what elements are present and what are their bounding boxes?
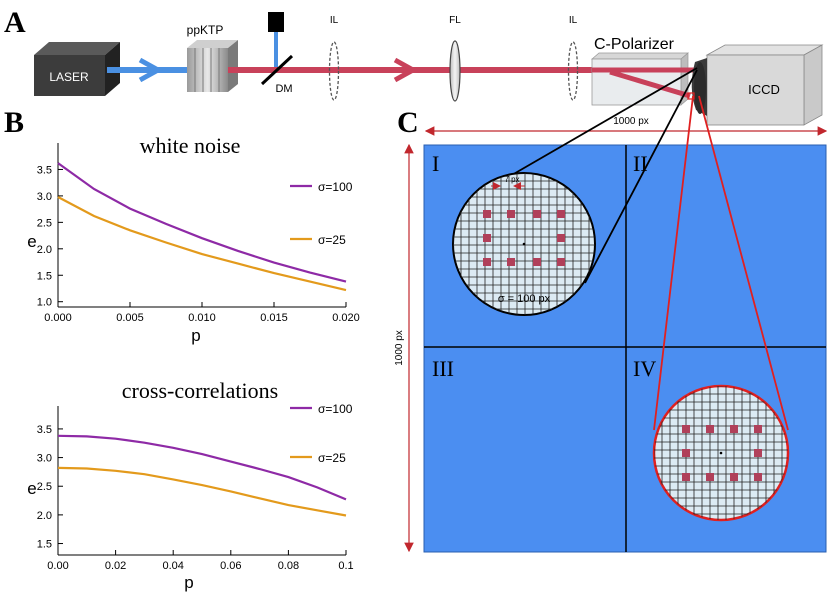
legend-label: σ=100 <box>318 180 353 194</box>
series-line-sigma-25 <box>57 466 347 517</box>
panel-label-b: B <box>4 106 24 139</box>
detection-pixel <box>682 425 690 433</box>
panel-label-c: C <box>397 106 419 139</box>
series-line-sigma-100 <box>57 434 347 501</box>
x-tick-label: 0.08 <box>278 560 299 572</box>
y-tick-label: 3.0 <box>37 453 52 465</box>
detection-pixel <box>483 234 491 242</box>
x-axis-label: p <box>191 326 200 345</box>
spacing-label: 7 px <box>504 175 519 184</box>
x-tick-label: 0.04 <box>162 560 183 572</box>
y-axis-label: e <box>27 479 36 498</box>
beam-block <box>268 12 284 32</box>
x-tick-label: 0.010 <box>188 312 216 324</box>
x-axis-label: p <box>184 573 193 592</box>
quadrant-label-3: III <box>432 356 454 381</box>
il2-label: IL <box>569 15 578 26</box>
legend-label: σ=25 <box>318 451 346 465</box>
il1-label: IL <box>330 15 339 26</box>
y-tick-label: 2.5 <box>37 481 52 493</box>
detection-pixel <box>754 449 762 457</box>
detection-pixel <box>730 473 738 481</box>
center-dot <box>719 451 723 455</box>
series-line-sigma-100 <box>57 162 347 283</box>
detection-pixel <box>557 210 565 218</box>
sigma-label: σ = 100 px <box>498 293 551 305</box>
detection-pixel <box>483 258 491 266</box>
imaging-lens-1 <box>328 41 340 101</box>
quadrant-label-2: II <box>633 151 648 176</box>
pump-arrow <box>138 57 164 83</box>
y-tick-label: 1.5 <box>37 270 52 282</box>
fourier-lens <box>449 40 461 102</box>
y-tick-label: 1.5 <box>37 539 52 551</box>
detection-pixel <box>682 473 690 481</box>
x-tick-label: 0.02 <box>105 560 126 572</box>
y-axis-label: e <box>27 232 36 251</box>
chart-white-noise: white noise e p 1.0 1.5 2.0 2.5 3.0 3.5 0.000 0… <box>27 133 360 345</box>
legend-label: σ=25 <box>318 233 346 247</box>
y-tick-label: 2.5 <box>37 217 52 229</box>
x-tick-label: 0.000 <box>44 312 72 324</box>
laser: LASER <box>34 42 120 96</box>
panel-label-a: A <box>4 6 26 39</box>
zoom-line-bottom-1 <box>653 95 694 431</box>
detection-pixel <box>533 258 541 266</box>
fl-label: FL <box>449 15 461 26</box>
detection-pixel <box>483 210 491 218</box>
detection-pixel <box>507 210 515 218</box>
detection-pixel <box>507 258 515 266</box>
x-tick-label: 0.06 <box>220 560 241 572</box>
quadrant-label-1: I <box>432 151 439 176</box>
zoom-circle-quadrant-1: 7 px σ = 100 px <box>452 172 596 316</box>
zoom-circle-quadrant-4 <box>652 384 790 522</box>
y-tick-label: 3.5 <box>37 424 52 436</box>
chart-title: cross-correlations <box>122 378 278 403</box>
detection-pixel <box>754 425 762 433</box>
x-tick-label: 0.015 <box>260 312 288 324</box>
detection-pixel <box>706 473 714 481</box>
imaging-lens-2 <box>567 41 579 101</box>
crystal-label: ppKTP <box>187 23 224 37</box>
x-tick-label: 0.00 <box>47 560 68 572</box>
polarizer-label: C-Polarizer <box>594 36 675 53</box>
detection-pixel <box>754 473 762 481</box>
iccd-label: ICCD <box>748 82 780 97</box>
height-label: 1000 px <box>394 330 405 366</box>
y-tick-label: 2.0 <box>37 244 52 256</box>
x-tick-label: 0.020 <box>332 312 360 324</box>
beam-extraordinary <box>609 69 691 99</box>
quadrant-label-4: IV <box>633 356 656 381</box>
zoom-line-top-2 <box>584 69 698 284</box>
laser-label: LASER <box>49 70 89 84</box>
detection-pixel <box>533 210 541 218</box>
y-tick-label: 2.0 <box>37 510 52 522</box>
zoom-marker <box>687 92 695 100</box>
detection-pixel <box>730 425 738 433</box>
photon-arrow <box>393 57 419 83</box>
y-tick-label: 1.0 <box>37 297 52 309</box>
detection-pixel <box>706 425 714 433</box>
width-label: 1000 px <box>613 116 649 127</box>
detection-pixel <box>557 234 565 242</box>
detection-pixel <box>682 449 690 457</box>
ppktp-crystal <box>187 40 238 92</box>
chart-title: white noise <box>140 133 241 158</box>
y-tick-label: 3.5 <box>37 164 52 176</box>
x-tick-label: 0.1 <box>338 560 353 572</box>
y-tick-label: 3.0 <box>37 191 52 203</box>
chart-cross-correlations: cross-correlations e p 1.5 2.0 2.5 3.0 3.5 0.… <box>27 378 353 592</box>
legend-label: σ=100 <box>318 402 353 416</box>
zoom-line-bottom-2 <box>698 95 789 431</box>
dichroic-mirror <box>260 54 294 86</box>
iccd-camera <box>691 44 824 126</box>
dm-label: DM <box>275 83 292 95</box>
series-line-sigma-25 <box>57 196 347 292</box>
x-tick-label: 0.005 <box>116 312 144 324</box>
center-dot <box>522 242 526 246</box>
detection-pixel <box>557 258 565 266</box>
